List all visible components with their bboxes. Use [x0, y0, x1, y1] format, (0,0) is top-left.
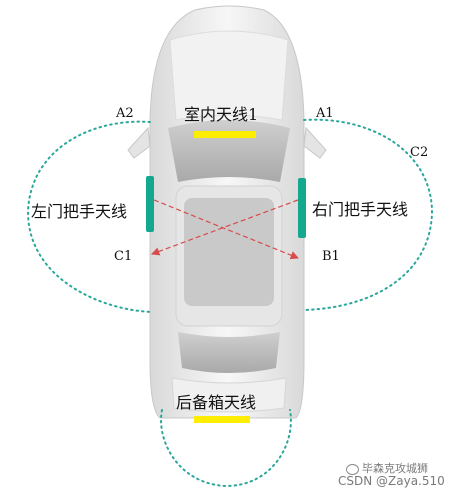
point-a1-label: A1 [316, 106, 334, 121]
hood [169, 30, 289, 121]
csdn-watermark: CSDN @Zaya.510 [338, 474, 445, 488]
point-a2-label: A2 [116, 106, 134, 121]
trunk-antenna-label: 后备箱天线 [176, 393, 257, 412]
interior-antenna-label: 室内天线1 [184, 105, 259, 124]
left-door-antenna-label: 左门把手天线 [31, 202, 128, 221]
car-top-view [127, 5, 327, 419]
trunk-coverage [160, 409, 292, 488]
arrow-to-b1 [153, 199, 299, 260]
right-door-antenna-label: 右门把手天线 [312, 200, 409, 219]
left-door-coverage [26, 120, 153, 313]
cross-link-arrows [151, 199, 299, 260]
point-b1-label: B1 [322, 249, 340, 264]
point-c1-label: C1 [114, 249, 133, 264]
windshield [168, 120, 290, 182]
point-c2-label: C2 [410, 145, 429, 160]
wechat-icon [346, 463, 359, 475]
trunk-antenna-bar [194, 416, 250, 423]
right-mirror [303, 126, 327, 159]
rear-window [178, 332, 280, 373]
left-door-antenna-bar [146, 176, 154, 232]
coverage-zones [26, 118, 434, 488]
trunk-lid [171, 377, 287, 413]
channel-watermark: 毕森克攻城狮 [346, 460, 428, 476]
arrow-to-c1 [151, 199, 299, 256]
right-door-coverage [303, 118, 434, 311]
right-door-antenna-bar [298, 178, 306, 238]
left-mirror [127, 126, 151, 159]
channel-watermark-text: 毕森克攻城狮 [362, 462, 428, 475]
interior-antenna-bar [194, 131, 256, 138]
sunroof [184, 198, 274, 306]
